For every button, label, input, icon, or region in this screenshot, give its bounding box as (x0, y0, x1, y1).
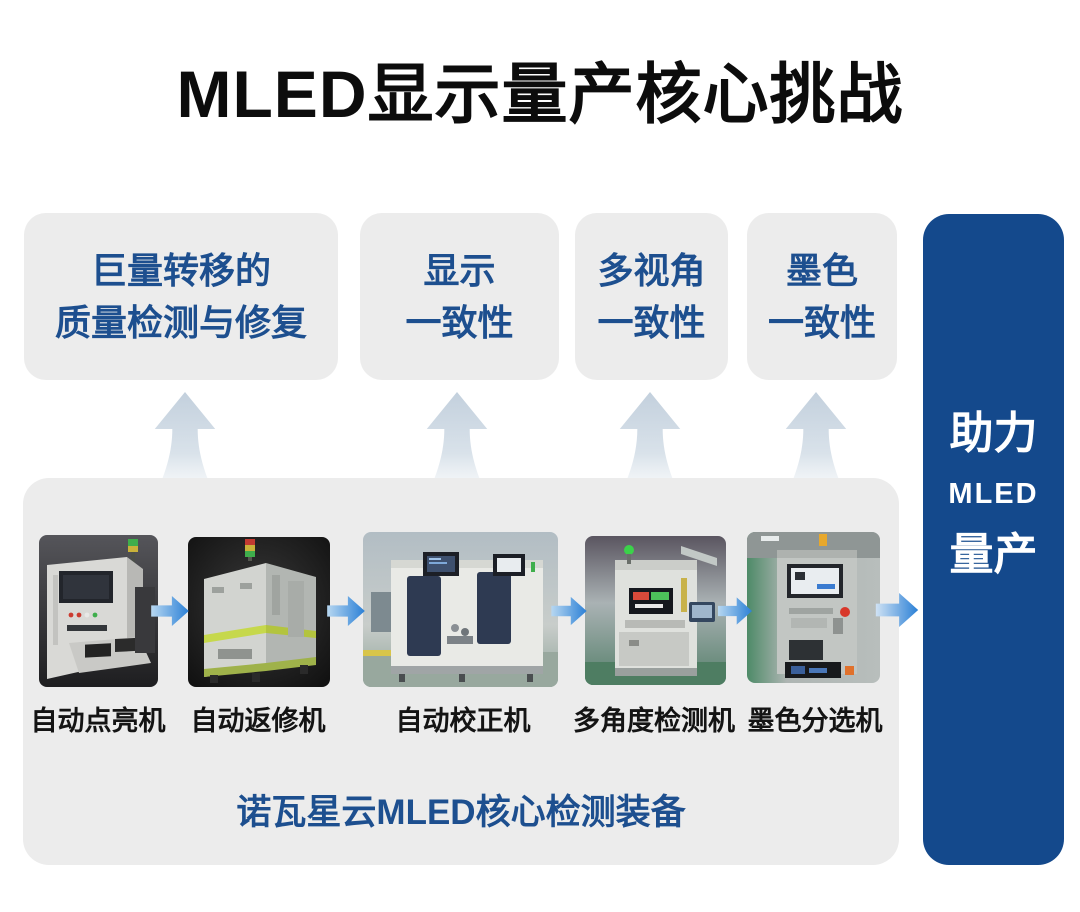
equipment-caption: 诺瓦星云MLED核心检测装备 (236, 793, 686, 832)
challenge-box-ink-consistency: 墨色 一致性 (747, 213, 897, 380)
challenge-line: 一致性 (597, 301, 706, 343)
flow-arrow-icon (551, 596, 587, 626)
challenge-box-multiview-consistency: 多视角 一致性 (575, 213, 728, 380)
up-arrow-icon (150, 391, 220, 505)
challenge-box-display-consistency: 显示 一致性 (360, 213, 559, 380)
machine-label: 多角度检测机 (573, 706, 735, 736)
challenge-line: 一致性 (767, 301, 876, 343)
machine-label: 自动返修机 (190, 706, 326, 736)
flow-arrow-icon (151, 595, 189, 627)
flow-arrow-icon (718, 597, 752, 625)
challenge-line: 巨量转移的 (90, 250, 271, 292)
flow-arrow-icon (327, 595, 365, 627)
result-line: MLED (948, 478, 1039, 510)
machine-photo-auto-calibration (363, 532, 558, 687)
challenge-box-mass-transfer: 巨量转移的 质量检测与修复 (24, 213, 338, 380)
up-arrow-icon (422, 391, 492, 505)
up-arrow-icon (615, 391, 685, 505)
challenge-line: 质量检测与修复 (54, 301, 307, 343)
flow-arrow-icon (875, 593, 919, 627)
page-title: MLED显示量产核心挑战 (176, 57, 904, 131)
up-arrow-icon (781, 391, 851, 505)
machine-photo-auto-lighting (39, 535, 158, 687)
machine-label: 墨色分选机 (747, 706, 883, 736)
machine-label: 自动校正机 (395, 706, 531, 736)
result-line: 量产 (949, 530, 1038, 579)
machine-photo-auto-repair (188, 537, 330, 687)
challenge-line: 显示 (423, 250, 496, 292)
result-panel: 助力 MLED 量产 (923, 214, 1064, 865)
machine-label: 自动点亮机 (30, 706, 166, 736)
machine-photo-ink-sorting (747, 532, 880, 683)
result-line: 助力 (949, 409, 1038, 458)
result-panel-text: 助力 MLED 量产 (948, 412, 1038, 577)
challenge-line: 墨色 (785, 250, 858, 292)
machine-photo-multiangle-inspection (585, 536, 726, 685)
challenge-line: 多视角 (597, 250, 706, 292)
challenge-line: 一致性 (405, 301, 514, 343)
